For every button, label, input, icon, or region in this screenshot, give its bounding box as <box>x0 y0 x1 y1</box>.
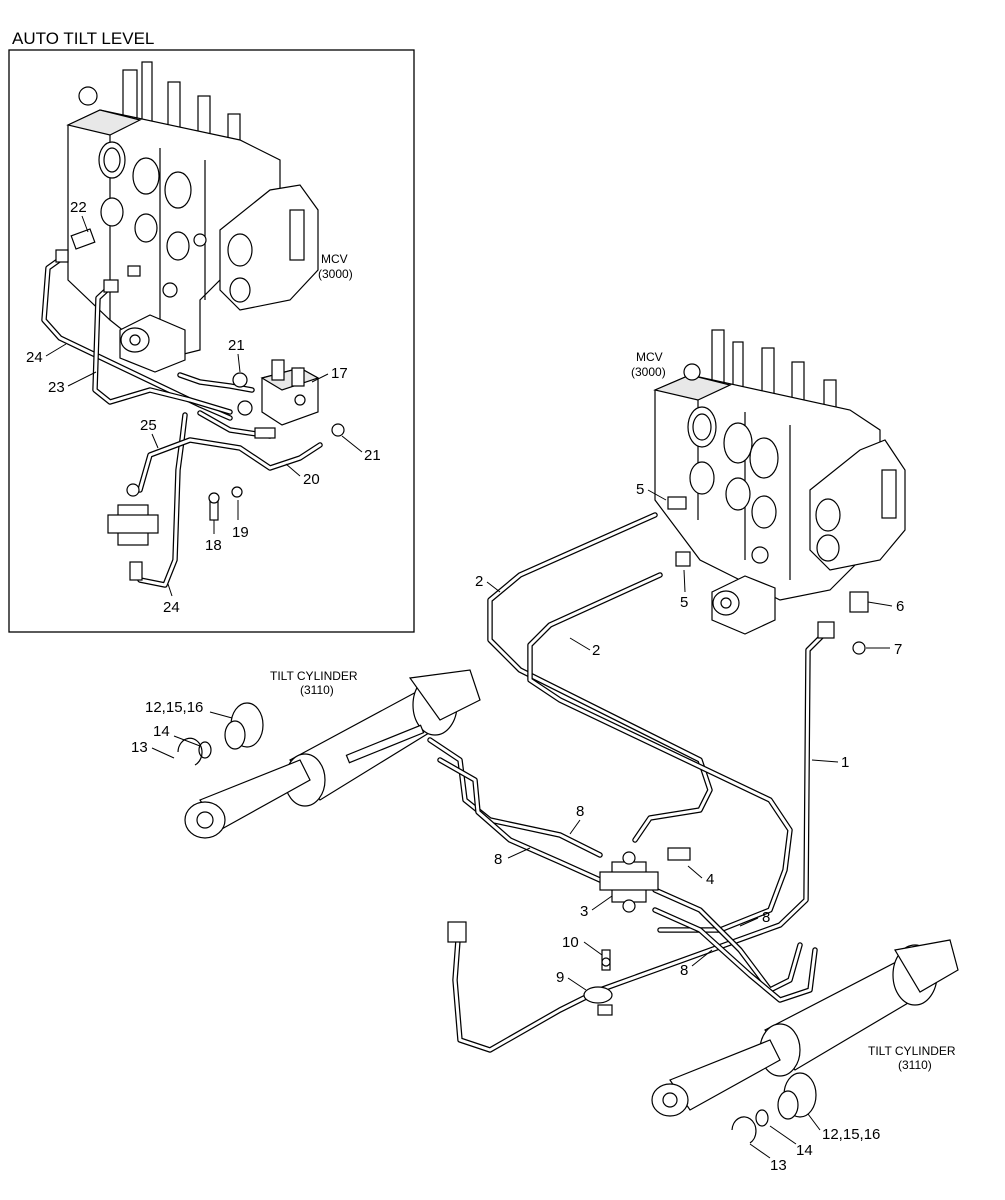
inset-mcv-valve <box>66 61 319 373</box>
label-7: 7 <box>894 641 902 658</box>
label-24b: 24 <box>163 599 180 616</box>
label-3: 3 <box>580 903 588 920</box>
main-hoses <box>427 496 869 1053</box>
label-14b: 14 <box>796 1142 813 1159</box>
label-2b: 2 <box>592 642 600 659</box>
label-13b: 13 <box>770 1157 787 1174</box>
label-23: 23 <box>48 379 65 396</box>
right-cylinder-code: (3110) <box>898 1058 932 1072</box>
inset-mcv-name: MCV <box>321 252 348 266</box>
label-8a: 8 <box>576 803 584 820</box>
label-10: 10 <box>562 934 579 951</box>
right-tilt-cylinder <box>651 939 959 1117</box>
main-callouts: MCV (3000) 5 5 2 2 6 7 1 8 8 4 3 8 8 10 … <box>131 350 956 1174</box>
label-17: 17 <box>331 365 348 382</box>
label-4: 4 <box>706 871 714 888</box>
main-clamp <box>583 949 613 1016</box>
label-8c: 8 <box>762 909 770 926</box>
label-21a: 21 <box>228 337 245 354</box>
main-mcv-code: (3000) <box>631 365 666 379</box>
label-5a: 5 <box>636 481 644 498</box>
label-6: 6 <box>896 598 904 615</box>
label-12a: 12,15,16 <box>145 699 203 716</box>
label-1: 1 <box>841 754 849 771</box>
main-mcv-valve <box>653 329 906 635</box>
main-tee-block <box>599 851 659 913</box>
main-mcv-name: MCV <box>636 350 663 364</box>
right-bushing-set <box>731 1072 817 1144</box>
inset-tee-fitting <box>107 483 243 581</box>
section-title: AUTO TILT LEVEL <box>12 29 154 48</box>
label-19: 19 <box>232 524 249 541</box>
left-cylinder-name: TILT CYLINDER <box>270 669 358 683</box>
label-24a: 24 <box>26 349 43 366</box>
inset-frame <box>8 49 415 633</box>
label-18: 18 <box>205 537 222 554</box>
label-2a: 2 <box>475 573 483 590</box>
inset-valve-block-17 <box>232 359 345 439</box>
left-bushing-set <box>177 702 264 766</box>
label-25: 25 <box>140 417 157 434</box>
label-8b: 8 <box>494 851 502 868</box>
label-12b: 12,15,16 <box>822 1126 880 1143</box>
inset-callouts: 22 MCV (3000) 24 23 21 17 21 20 25 19 18… <box>26 199 381 616</box>
label-13a: 13 <box>131 739 148 756</box>
label-9: 9 <box>556 969 564 986</box>
right-cylinder-name: TILT CYLINDER <box>868 1044 956 1058</box>
left-tilt-cylinder <box>184 669 481 839</box>
label-21b: 21 <box>364 447 381 464</box>
inset-mcv-code: (3000) <box>318 267 353 281</box>
label-5b: 5 <box>680 594 688 611</box>
left-cylinder-code: (3110) <box>300 683 334 697</box>
label-8d: 8 <box>680 962 688 979</box>
label-20: 20 <box>303 471 320 488</box>
label-22: 22 <box>70 199 87 216</box>
label-14a: 14 <box>153 723 170 740</box>
